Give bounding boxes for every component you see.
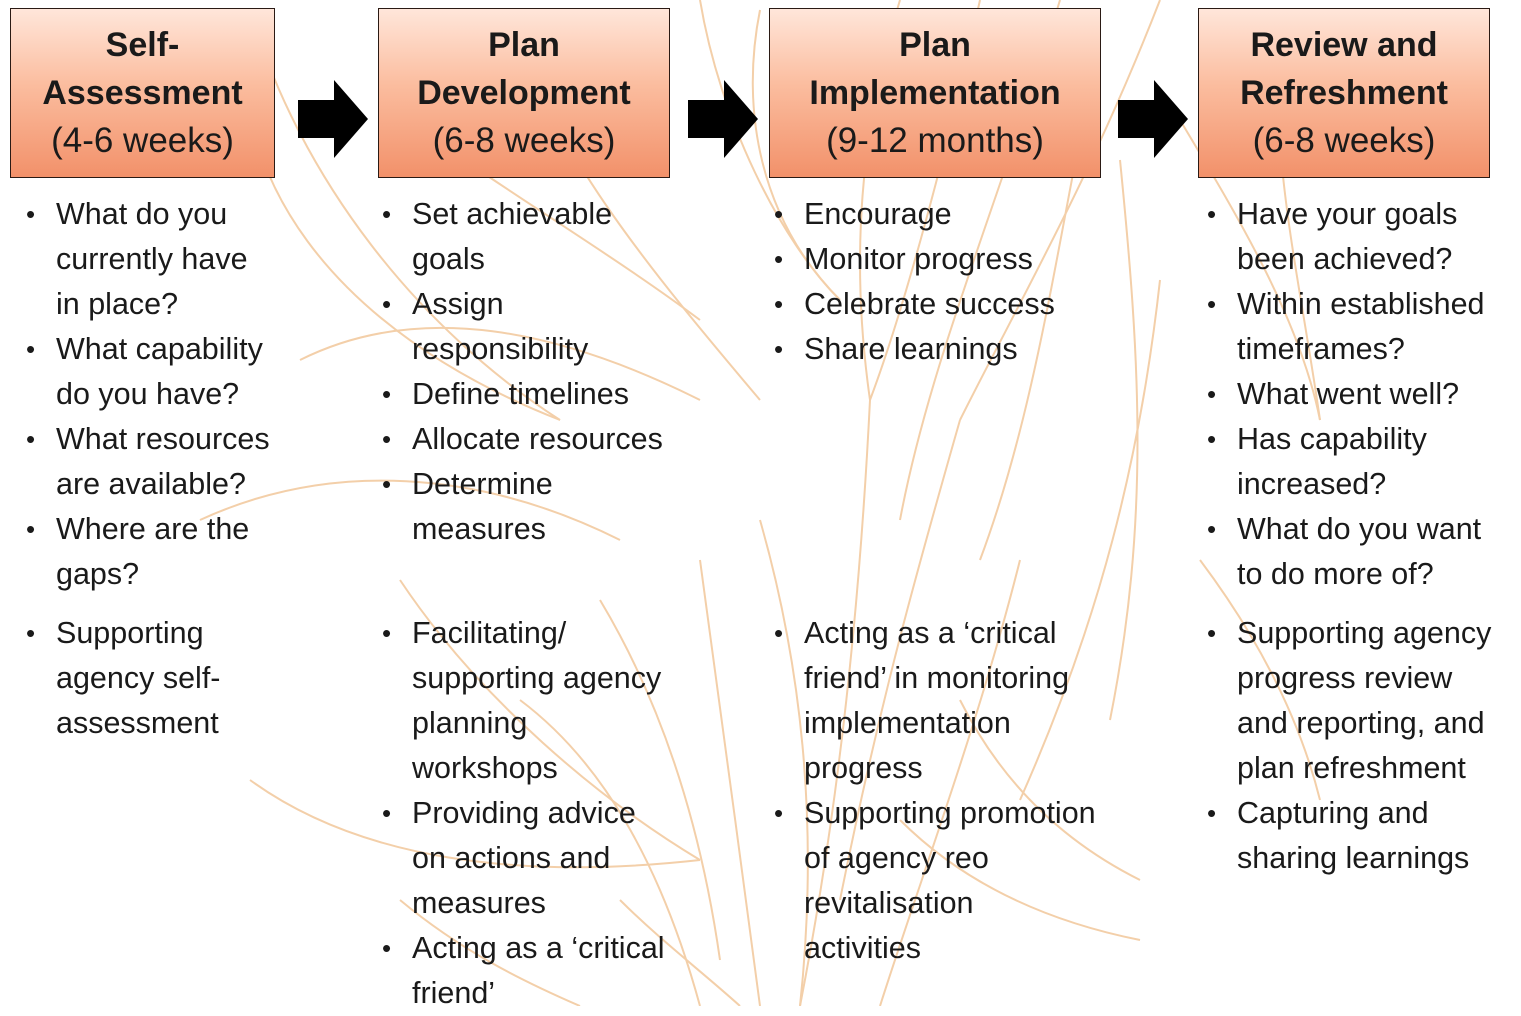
- stage-box-review-refreshment: Review and Refreshment (6-8 weeks): [1198, 8, 1490, 178]
- stage-questions-list: Have your goals been achieved? Within es…: [1193, 192, 1521, 597]
- list-item: Has capability increased?: [1193, 417, 1521, 507]
- stage-title: Review and Refreshment: [1240, 26, 1448, 112]
- list-item: Providing advice on actions and measures: [368, 791, 708, 926]
- stage-title: Plan Implementation: [809, 26, 1061, 112]
- stage-support-list: Facilitating/ supporting agency planning…: [368, 611, 708, 1016]
- stage-duration: (4-6 weeks): [51, 121, 234, 160]
- stage-duration: (6-8 weeks): [432, 121, 616, 160]
- stage-questions-list: What do you currently have in place? Wha…: [12, 192, 312, 597]
- list-item: Define timelines: [368, 372, 708, 417]
- right-arrow-icon: [298, 80, 368, 158]
- right-arrow-icon: [688, 80, 758, 158]
- list-item: Facilitating/ supporting agency planning…: [368, 611, 708, 791]
- list-item: Encourage: [760, 192, 1160, 237]
- list-item: Assign responsibility: [368, 282, 708, 372]
- stage-questions-list: Set achievable goals Assign responsibili…: [368, 192, 708, 552]
- right-arrow-icon: [1118, 80, 1188, 158]
- list-item: Within established timeframes?: [1193, 282, 1521, 372]
- list-item: Monitor progress: [760, 237, 1160, 282]
- list-item: Set achievable goals: [368, 192, 708, 282]
- list-item: What do you want to do more of?: [1193, 507, 1521, 597]
- stage-title: Self- Assessment: [42, 26, 243, 112]
- stage-support-list: Supporting agency self- assessment: [12, 611, 312, 746]
- list-item: What do you currently have in place?: [12, 192, 312, 327]
- list-item: Share learnings: [760, 327, 1160, 372]
- list-item: What went well?: [1193, 372, 1521, 417]
- list-item: Allocate resources: [368, 417, 708, 462]
- list-item: Supporting agency self- assessment: [12, 611, 312, 746]
- stage-support-list: Acting as a ‘critical friend’ in monitor…: [760, 611, 1160, 971]
- list-item: What resources are available?: [12, 417, 312, 507]
- list-item: What capability do you have?: [12, 327, 312, 417]
- list-item: Celebrate success: [760, 282, 1160, 327]
- list-item: Acting as a ‘critical friend’ in monitor…: [760, 611, 1160, 791]
- stage-duration: (6-8 weeks): [1252, 121, 1436, 160]
- stage-support-list: Supporting agency progress review and re…: [1193, 611, 1521, 881]
- list-item: Supporting agency progress review and re…: [1193, 611, 1521, 791]
- stage-box-plan-development: Plan Development (6-8 weeks): [378, 8, 670, 178]
- stage-title: Plan Development: [417, 26, 631, 112]
- stage-box-plan-implementation: Plan Implementation (9-12 months): [769, 8, 1101, 178]
- stage-duration: (9-12 months): [826, 121, 1044, 160]
- list-item: Supporting promotion of agency reo revit…: [760, 791, 1160, 971]
- stage-box-self-assessment: Self- Assessment (4-6 weeks): [10, 8, 275, 178]
- list-item: Where are the gaps?: [12, 507, 312, 597]
- list-item: Determine measures: [368, 462, 708, 552]
- stage-questions-list: Encourage Monitor progress Celebrate suc…: [760, 192, 1160, 372]
- list-item: Have your goals been achieved?: [1193, 192, 1521, 282]
- list-item: Capturing and sharing learnings: [1193, 791, 1521, 881]
- list-item: Acting as a ‘critical friend’: [368, 926, 708, 1016]
